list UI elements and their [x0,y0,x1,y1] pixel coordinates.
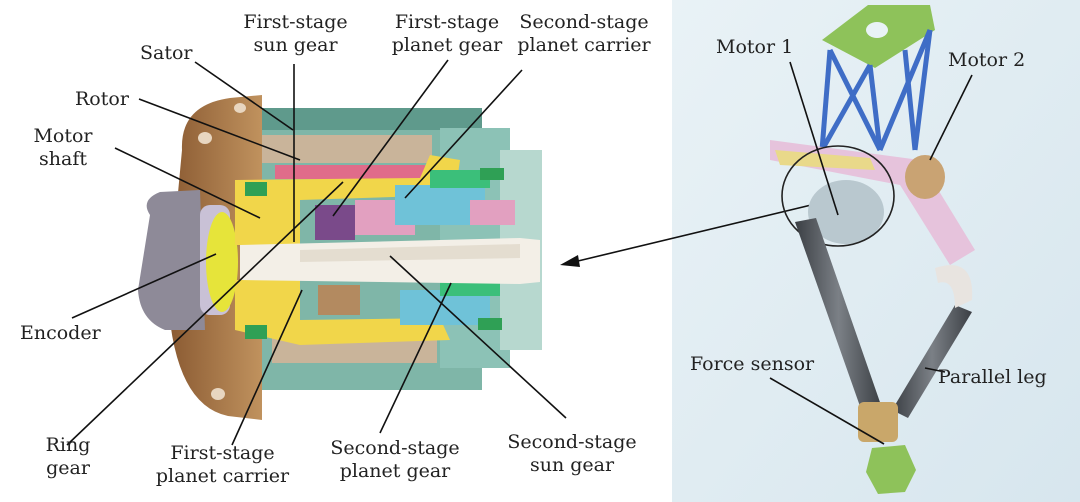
leader-force-sensor [769,377,885,445]
leader-rotor [138,98,301,161]
label-second-stage-planet-gear-line1: Second-stage [330,437,460,459]
outer-housing-top [262,108,482,130]
center-arrow [560,199,833,267]
encoder-disc [206,212,238,312]
label-first-stage-sun-gear-line1: First-stage [243,11,348,33]
label-first-stage-sun-gear-line2: sun gear [253,34,338,56]
label-force-sensor: Force sensor [690,353,815,375]
leader-motor-shaft [114,147,261,219]
motor-shaft-body [235,155,460,245]
encoder-cover [138,190,205,330]
label-sator: Sator [140,42,193,64]
label-motor-1: Motor 1 [716,36,794,58]
label-first-stage-planet-gear: First-stage planet gear [388,11,506,57]
gear-green-block [430,170,490,188]
label-first-stage-planet-gear-line2: planet gear [391,34,503,56]
label-ring-gear: Ring gear [36,434,100,480]
planet-gear-block [318,285,360,315]
label-motor-shaft-line1: Motor [33,125,93,147]
label-second-stage-planet-gear-line2: planet gear [339,460,451,482]
label-motor-2: Motor 2 [948,49,1026,71]
bearing [245,182,267,196]
leader-first-carrier [231,289,303,446]
force-sensor-block [858,402,898,442]
right-leader-lines [769,61,973,445]
foot [866,445,916,494]
leader-sator [194,61,294,131]
label-first-stage-planet-carrier-line1: First-stage [170,442,275,464]
label-encoder: Encoder [20,322,101,344]
motor-1-body [808,180,884,244]
label-parallel-leg: Parallel leg [938,366,1047,388]
leg-mechanism [770,5,975,494]
motor-highlight-circle [781,145,895,247]
planet-gear-block [315,205,355,240]
bearing [245,325,267,339]
parallel-leg-left [795,218,882,412]
stator [262,135,432,163]
motor-shaft-body-lower [235,280,450,345]
actuator-cutaway [138,95,542,420]
parallel-leg-right [892,305,972,418]
left-leader-lines [66,59,567,446]
flange-bolt [211,388,225,400]
gear-green-block-lower [440,280,500,296]
knee-joint [935,265,973,308]
label-second-stage-sun-gear-line1: Second-stage [507,431,637,453]
leader-ring-gear [66,181,344,446]
gear-pink-block [470,200,515,225]
upper-link-yellow [775,150,875,170]
label-second-stage-sun-gear-line2: sun gear [529,454,615,476]
leader-second-planet [379,282,452,434]
label-ring-gear-line1: Ring [45,434,91,456]
label-second-stage-planet-carrier-line1: Second-stage [519,11,649,33]
label-second-stage-planet-gear: Second-stage planet gear [325,437,465,483]
leader-parallel-leg [924,367,946,373]
rotor [275,165,425,179]
label-first-stage-sun-gear: First-stage sun gear [238,11,353,57]
flange-bolt [234,103,246,113]
label-second-stage-planet-carrier: Second-stage planet carrier [513,11,655,57]
leader-motor1 [789,61,839,216]
label-first-stage-planet-gear-line1: First-stage [394,11,500,33]
leader-second-carrier [404,69,523,199]
flange-bolt [198,132,212,144]
label-motor-shaft: Motor shaft [28,125,98,171]
bore-shade [300,244,520,262]
bearing [480,168,504,180]
label-second-stage-sun-gear: Second-stage sun gear [502,431,642,477]
label-motor-shaft-line2: shaft [39,148,87,170]
label-rotor: Rotor [75,88,129,110]
label-first-stage-planet-carrier-line2: planet carrier [155,465,290,487]
label-first-stage-planet-carrier: First-stage planet carrier [150,442,295,488]
label-second-stage-planet-carrier-line2: planet carrier [517,34,651,56]
bearing [478,318,502,330]
label-ring-gear-line2: gear [46,457,90,479]
leader-first-planet [332,59,449,217]
leader-second-sun [389,255,567,419]
leader-motor2 [929,74,973,161]
motor-2-body [905,155,945,199]
leader-encoder [71,253,217,319]
